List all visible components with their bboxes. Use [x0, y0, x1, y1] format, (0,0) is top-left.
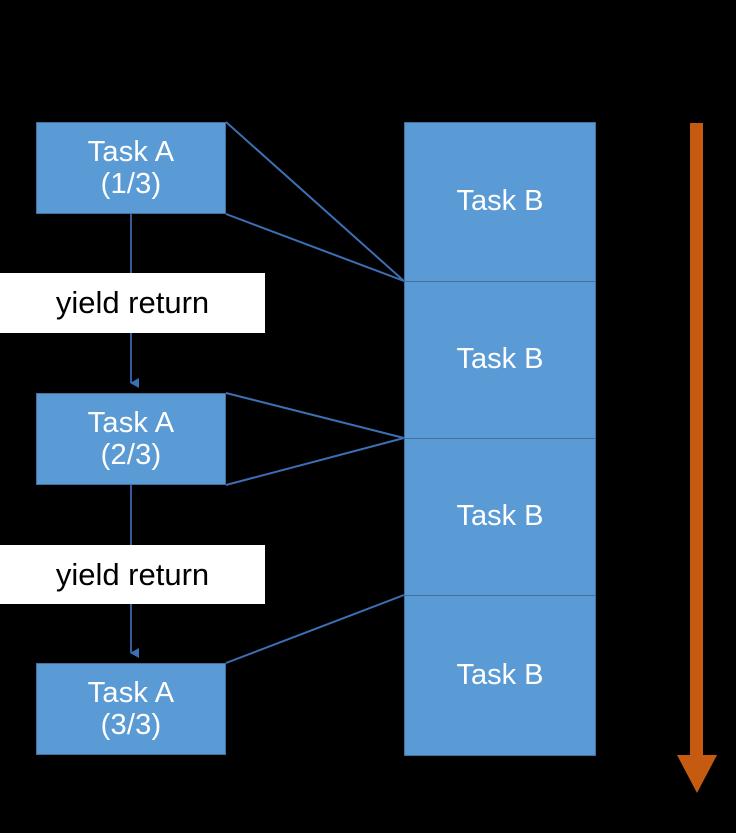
yield-return-label-1: yield return	[0, 273, 265, 333]
task-b-column[interactable]	[404, 122, 596, 756]
task-a-box-3[interactable]: Task A (3/3)	[36, 663, 226, 755]
time-arrow-head-icon	[677, 755, 717, 793]
task-a-progress: (1/3)	[100, 168, 162, 200]
yield-return-label-2: yield return	[0, 545, 265, 604]
task-b-divider-2	[404, 438, 596, 439]
time-arrow-shaft	[690, 123, 703, 756]
yield-return-text: yield return	[55, 556, 210, 592]
task-a-box-1[interactable]: Task A (1/3)	[36, 122, 226, 214]
task-a-name: Task A	[87, 676, 175, 709]
task-b-divider-3	[404, 595, 596, 596]
task-a-name: Task A	[87, 135, 175, 168]
task-b-divider-1	[404, 281, 596, 282]
connector-taskA3-to-taskB	[225, 594, 405, 664]
task-a-progress: (3/3)	[100, 709, 162, 741]
task-a-box-2[interactable]: Task A (2/3)	[36, 393, 226, 485]
task-a-progress: (2/3)	[100, 439, 162, 471]
connector-taskA1-to-taskB	[225, 121, 405, 282]
yield-return-text: yield return	[55, 285, 210, 320]
connector-taskA2-to-taskB	[225, 392, 405, 486]
task-a-name: Task A	[87, 406, 175, 439]
